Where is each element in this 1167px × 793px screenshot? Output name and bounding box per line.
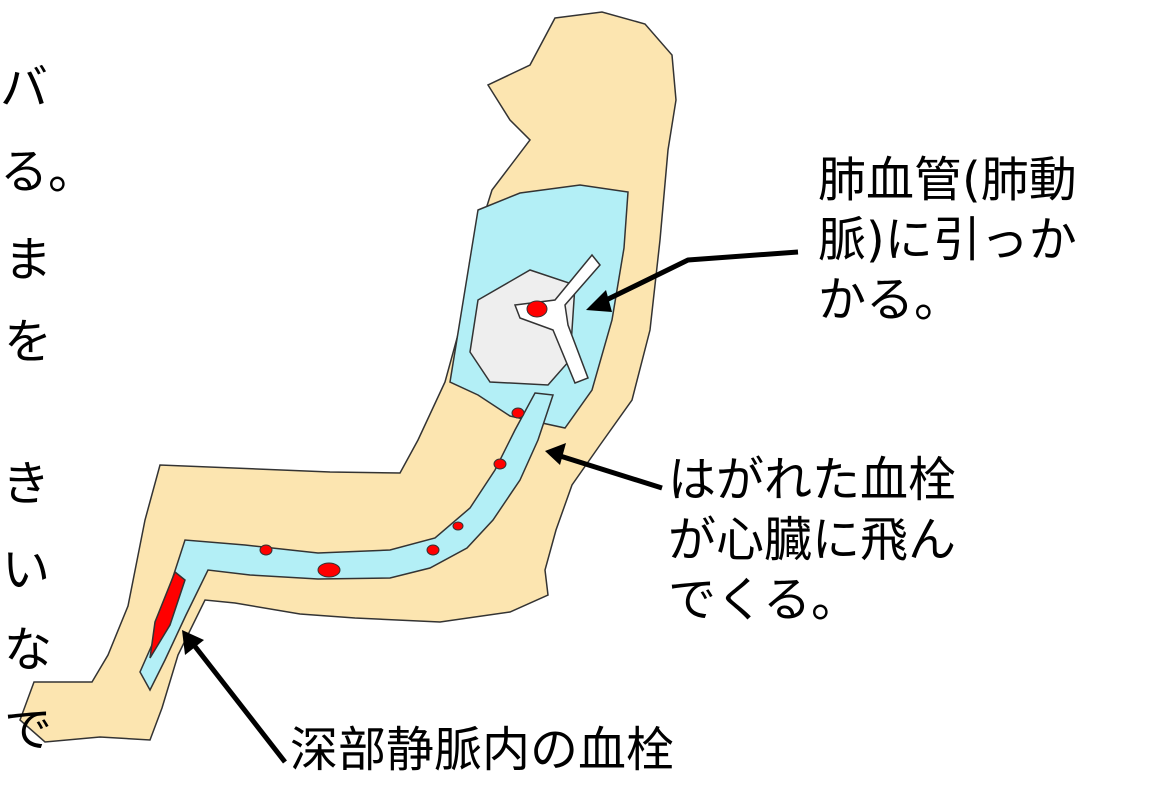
embolus-6 <box>259 544 273 556</box>
left-text-fragment: バ <box>0 60 49 116</box>
leg-vein <box>139 392 555 692</box>
pulmonary-artery <box>513 253 601 384</box>
left-text-fragment: ま <box>4 232 53 288</box>
embolus-1 <box>511 407 525 419</box>
heart <box>469 269 576 386</box>
detached-clot-label: はがれた血栓 が心臓に飛ん でくる。 <box>668 450 956 630</box>
pulmonary-label-line-2: 脈)に引っか <box>818 212 1077 268</box>
detached-label-line-2: が心臓に飛ん <box>668 512 957 568</box>
embolus-heart <box>526 300 548 318</box>
left-text-fragment: い <box>2 542 51 598</box>
embolus-3 <box>452 521 464 531</box>
detached-label-line-1: はがれた血栓 <box>668 452 957 508</box>
deep-vein-thrombus <box>149 570 186 659</box>
left-text-fragment: る。 <box>0 144 97 200</box>
arrow-to-pulmonary <box>586 249 799 312</box>
pulmonary-label-line-3: かる。 <box>818 272 963 328</box>
embolus-4 <box>426 544 440 556</box>
detached-label-line-3: でくる。 <box>668 572 860 628</box>
left-text-fragment: で <box>4 702 53 758</box>
left-text-fragment: き <box>2 456 51 512</box>
left-text-fragment: な <box>4 622 53 678</box>
deep-vein-thrombus-label: 深部静脈内の血栓 <box>290 722 675 778</box>
embolus-2 <box>493 458 507 470</box>
pulmonary-label-line-1: 肺血管(肺動 <box>818 152 1077 208</box>
left-text-fragment: を <box>4 314 53 370</box>
arrow-to-vein <box>545 443 663 491</box>
embolus-5 <box>317 562 341 578</box>
pulmonary-vessel-label: 肺血管(肺動 脈)に引っか かる。 <box>818 150 1077 330</box>
arrow-to-thrombus <box>182 630 287 764</box>
